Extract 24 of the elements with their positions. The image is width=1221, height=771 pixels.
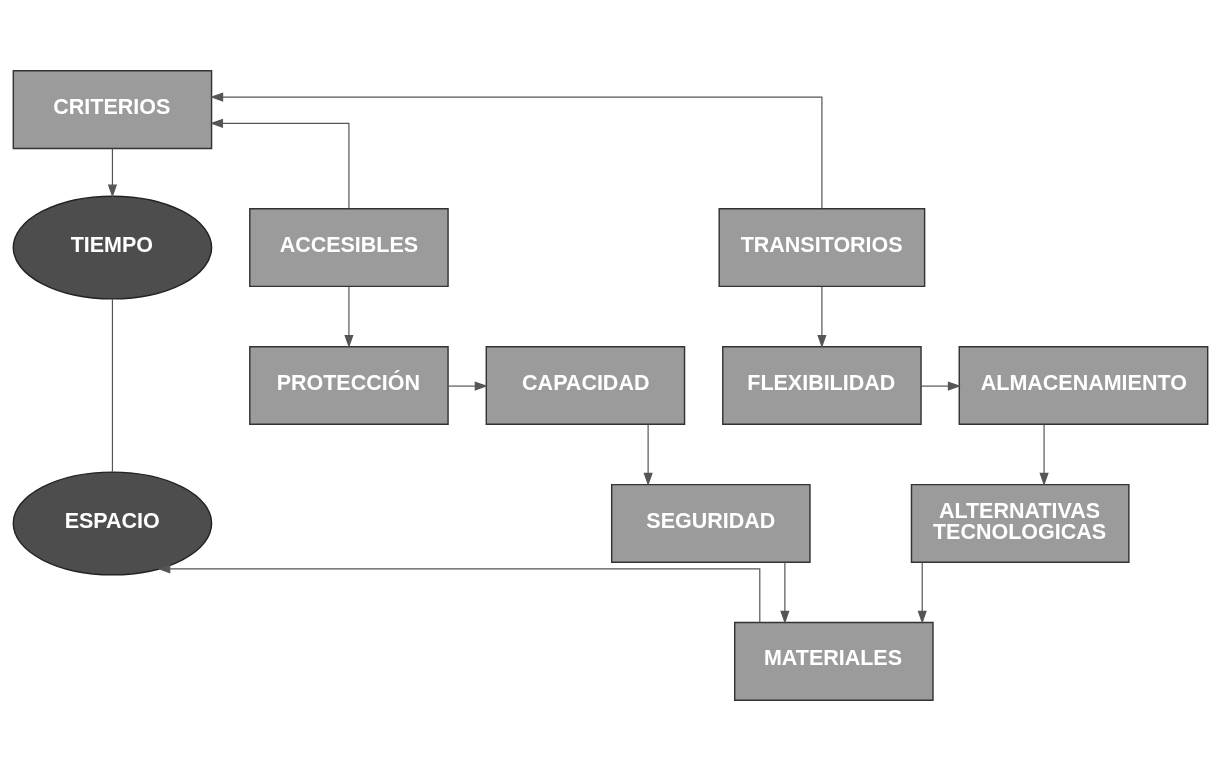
node-box: CRITERIOS	[12, 70, 213, 150]
node-box: TRANSITORIOS	[718, 208, 926, 288]
arrow	[817, 286, 827, 349]
arrow	[917, 562, 927, 624]
arrow	[344, 286, 354, 349]
node-ellipse: TIEMPO	[12, 195, 213, 300]
arrow	[1039, 424, 1049, 486]
arrow	[780, 562, 790, 624]
arrow	[920, 381, 961, 391]
node-box: ALTERNATIVAS TECNOLOGICAS	[910, 483, 1130, 563]
node-box: ACCESIBLES	[249, 208, 449, 288]
arrow	[209, 118, 350, 210]
arrow	[157, 564, 761, 623]
arrow	[643, 424, 653, 486]
arrow	[447, 381, 488, 391]
node-box: PROTECCIÓN	[249, 345, 449, 426]
node-box: MATERIALES	[734, 621, 934, 701]
node-box: FLEXIBILIDAD	[722, 345, 922, 426]
arrow	[210, 92, 823, 209]
node-box: SEGURIDAD	[610, 483, 811, 563]
node-box: ALMACENAMIENTO	[958, 345, 1209, 426]
arrow	[107, 148, 118, 198]
node-box: CAPACIDAD	[485, 345, 686, 426]
connector	[111, 298, 114, 473]
